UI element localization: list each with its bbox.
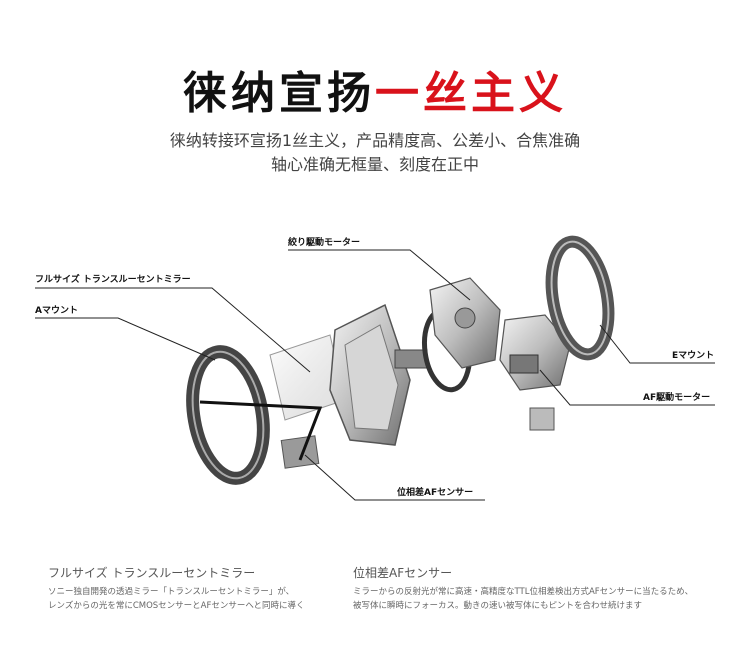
callout-line-phase-af [304,454,485,501]
description-mirror-title: フルサイズ トランスルーセントミラー [48,566,256,580]
callout-line-a-mount [35,317,216,361]
e-mount-ring [545,235,615,361]
subtitle-line-2: 轴心准确无框量、刻度在正中 [270,155,479,174]
description-af-sensor-title: 位相差AFセンサー [353,566,453,580]
label-e-mount: Eマウント [672,351,715,361]
label-aperture-motor: 絞り駆動モーター [288,238,361,248]
callout-line-af-motor [539,369,715,406]
label-af-motor: AF駆動モーター [643,393,711,403]
headline-black: 徕纳宣扬 [183,68,375,119]
callout-lines [35,249,715,501]
description-mirror-line-1: ソニー独自開発の透過ミラー「トランスルーセントミラー」が、 [48,587,295,597]
description-af-sensor-line-1: ミラーからの反射光が常に高速・高精度なTTL位相差検出方式AFセンサーに当たるた… [353,587,694,597]
callout-line-e-mount [599,324,715,364]
phase-af-sensor-block [280,435,320,469]
a-mount-ring [186,345,270,485]
description-mirror: フルサイズ トランスルーセントミラー ソニー独自開発の透過ミラー「トランスルーセ… [48,565,304,613]
description-af-sensor-line-2: 被写体に瞬時にフォーカス。動きの速い被写体にもピントを合わせ続けます [353,601,643,611]
label-phase-af-sensor: 位相差AFセンサー [397,488,474,498]
camera-chassis [329,303,428,446]
light-path [199,400,323,461]
callout-line-aperture-motor [288,249,471,301]
headline-red: 一丝主义 [375,68,567,119]
af-motor-assembly [499,314,571,431]
subtitle-line-1: 徕纳转接环宣扬1丝主义，产品精度高、公差小、合焦准确 [169,131,581,150]
callout-line-full-size-mirror [35,287,311,373]
headline: 徕纳宣扬一丝主义 [0,68,750,120]
label-a-mount: Aマウント [35,306,78,316]
description-af-sensor: 位相差AFセンサー ミラーからの反射光が常に高速・高精度なTTL位相差検出方式A… [353,565,693,613]
description-mirror-line-2: レンズからの光を常にCMOSセンサーとAFセンサーへと同時に導く [48,601,305,611]
label-full-size-mirror: フルサイズ トランスルーセントミラー [35,275,191,285]
aperture-motor-assembly [429,277,501,369]
